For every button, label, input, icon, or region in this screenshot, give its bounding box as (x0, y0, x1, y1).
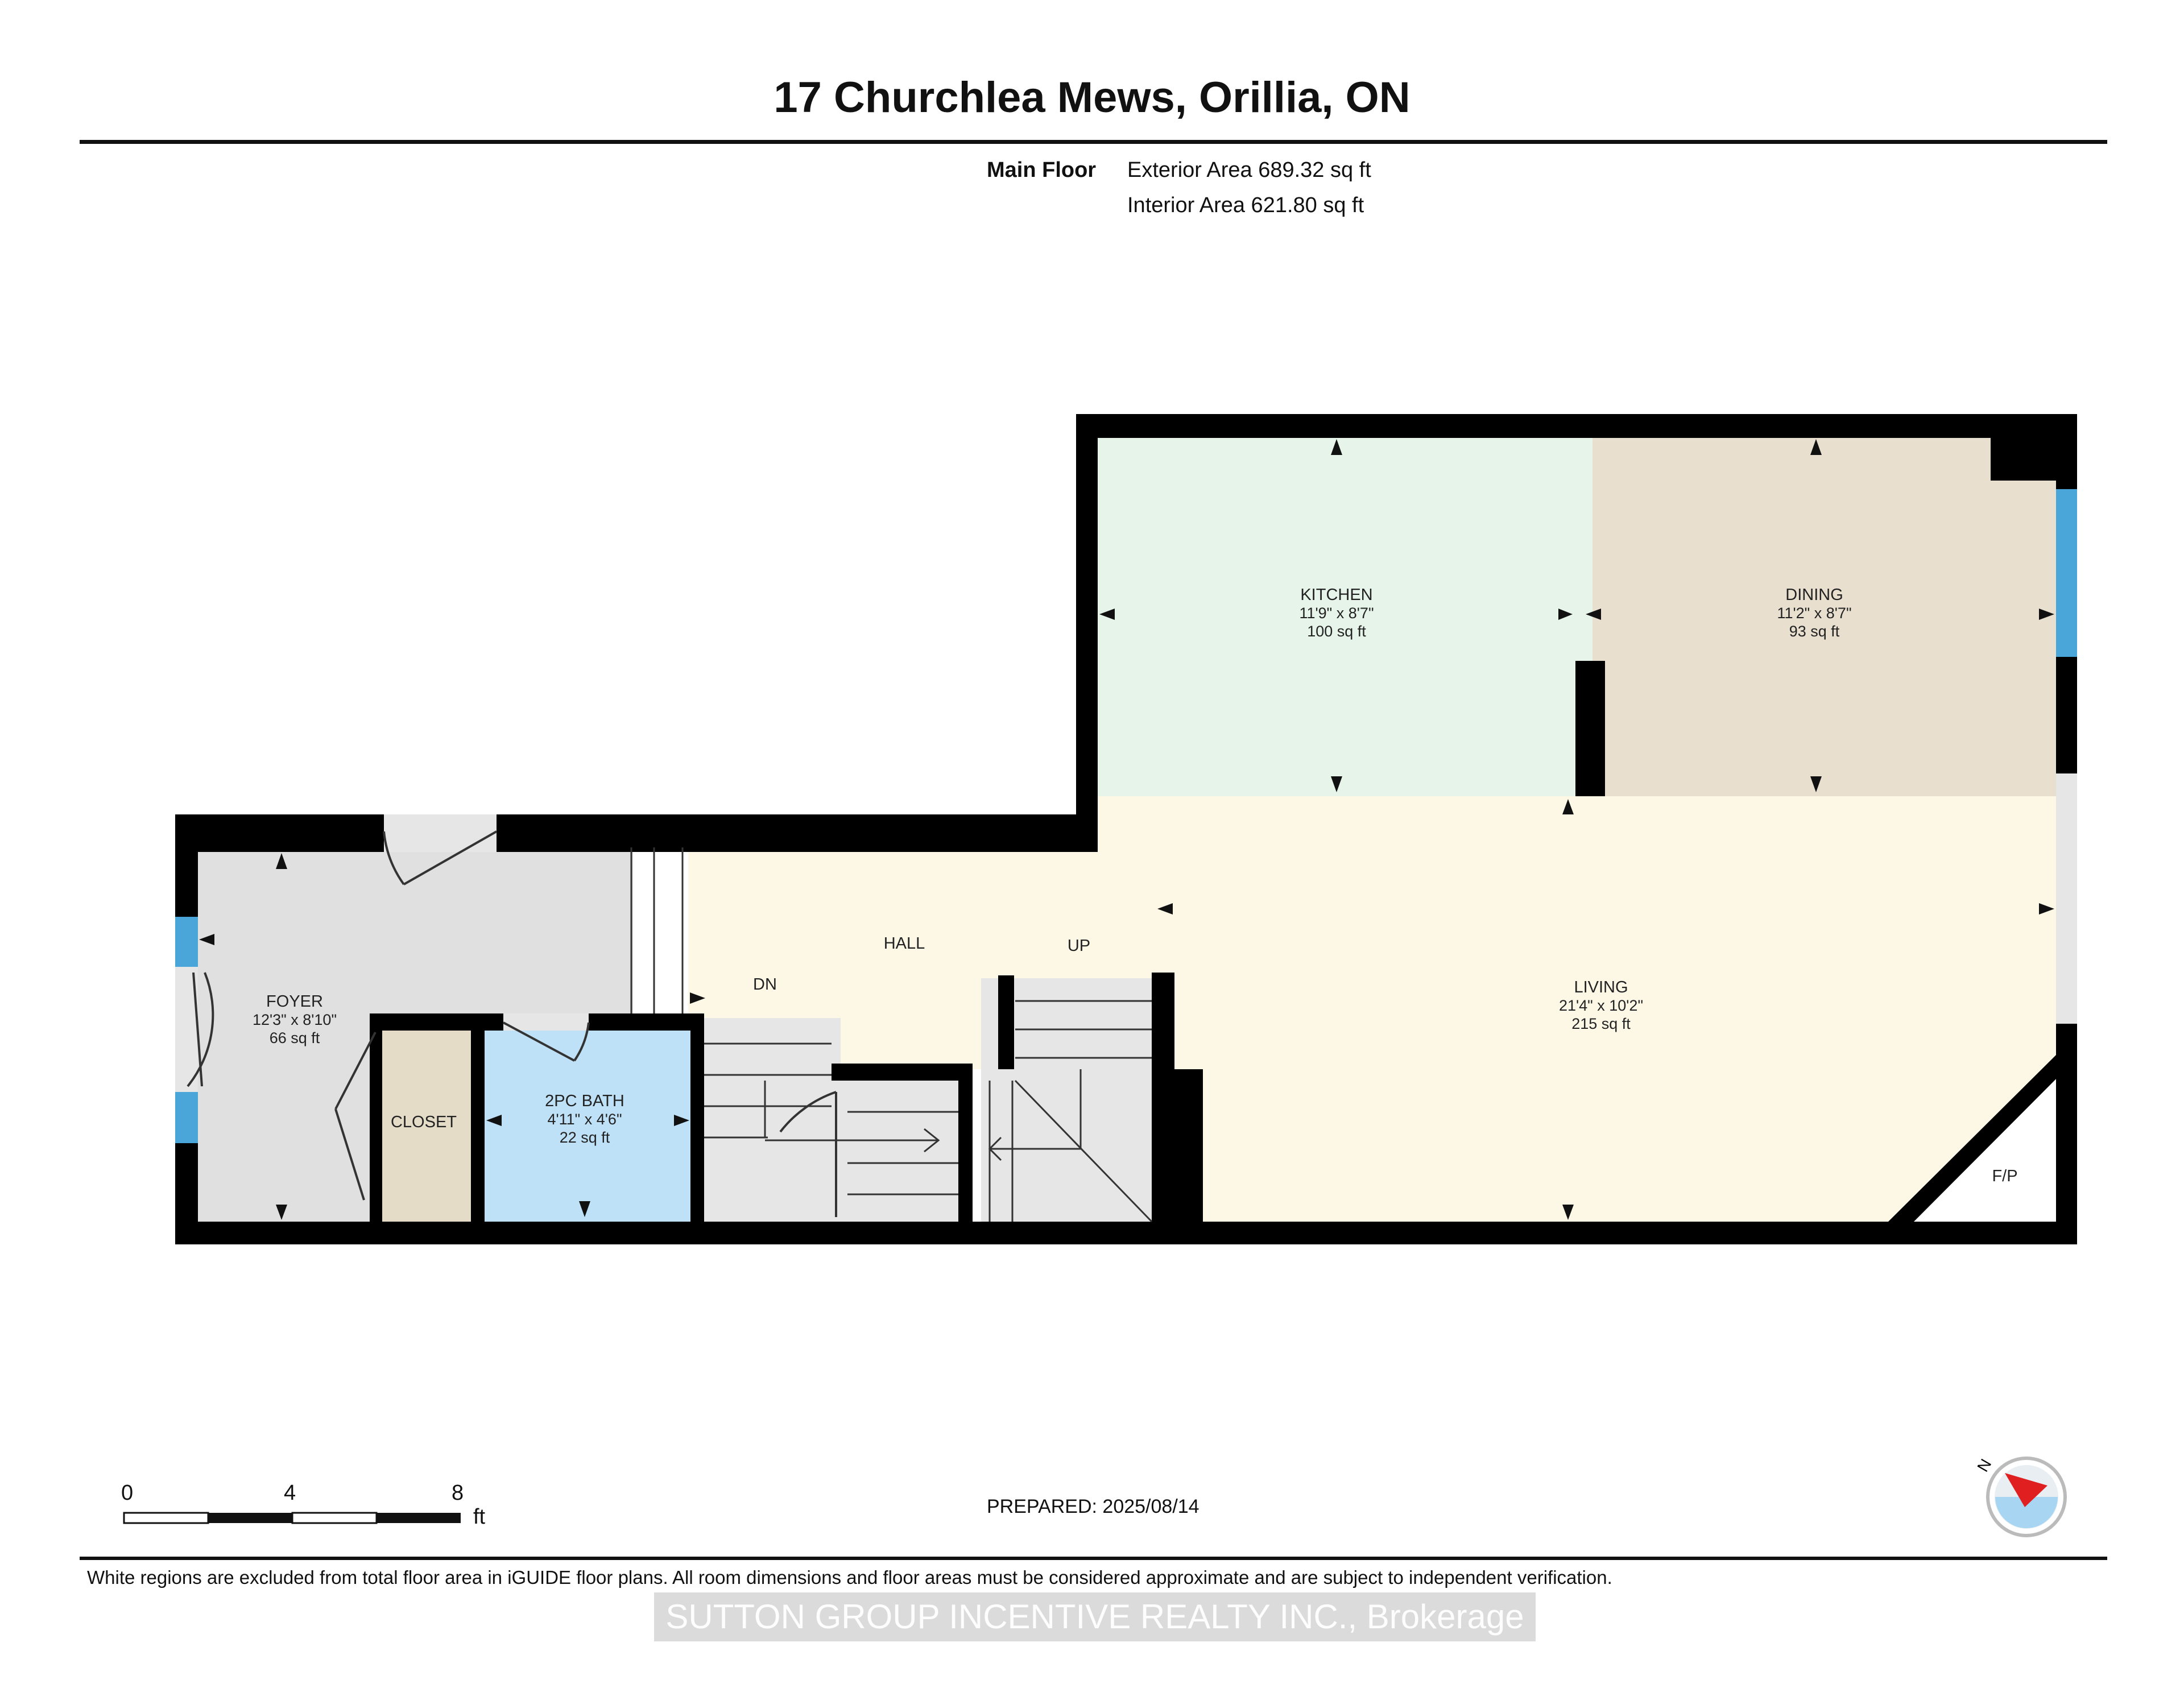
compass-north-label: N (1974, 1456, 1995, 1475)
dining-label: DINING (1785, 586, 1843, 604)
scale-label-8: 8 (452, 1481, 464, 1505)
closet-label: CLOSET (391, 1113, 457, 1131)
scale-label-4: 4 (284, 1481, 296, 1505)
window-foyer-top (175, 917, 198, 967)
footnote: White regions are excluded from total fl… (87, 1567, 1612, 1588)
foyer-area-text: 66 sq ft (270, 1029, 320, 1046)
kitchen-area (1098, 438, 1592, 796)
stairs-down-area (704, 1018, 841, 1222)
interior-area: Interior Area 621.80 sq ft (1127, 193, 1364, 217)
kitchen-area-text: 100 sq ft (1307, 623, 1366, 640)
header-divider (80, 140, 2107, 144)
dining-dims: 11'2" x 8'7" (1777, 605, 1851, 622)
bath-area (485, 1029, 690, 1222)
bath-door-opening (503, 1013, 589, 1031)
living-label: LIVING (1574, 978, 1628, 996)
dining-area (1592, 438, 2059, 796)
exterior-area: Exterior Area 689.32 sq ft (1127, 158, 1371, 182)
dining-area-text: 93 sq ft (1789, 623, 1840, 640)
foyer-label: FOYER (266, 992, 323, 1011)
front-door-opening (384, 814, 497, 852)
kitchen-dims: 11'9" x 8'7" (1299, 605, 1374, 622)
scale-label-0: 0 (121, 1481, 134, 1505)
page-title: 17 Churchlea Mews, Orillia, ON (774, 73, 1410, 122)
footer-divider (80, 1557, 2107, 1560)
dimension-arrows (199, 439, 2054, 1220)
window-foyer-bottom (175, 1092, 198, 1143)
bath-dims: 4'11" x 4'6" (547, 1111, 622, 1128)
sliding-door (2056, 773, 2077, 1024)
floor-name: Main Floor (987, 158, 1097, 182)
stairs-mid-area (841, 1081, 967, 1222)
living-area-text: 215 sq ft (1571, 1015, 1631, 1032)
scale-bar (123, 1512, 461, 1524)
brokerage-watermark: SUTTON GROUP INCENTIVE REALTY INC., Brok… (654, 1592, 1536, 1641)
bath-label: 2PC BATH (545, 1092, 624, 1110)
bath-area-text: 22 sq ft (560, 1129, 610, 1146)
living-area (1098, 796, 2059, 1223)
stairs-up-label: UP (1068, 937, 1090, 955)
scale-unit: ft (473, 1505, 486, 1529)
window-dining (2056, 489, 2077, 657)
hall-label: HALL (884, 934, 925, 953)
kitchen-label: KITCHEN (1300, 586, 1372, 604)
foyer-dims: 12'3" x 8'10" (253, 1011, 337, 1028)
door-swings (187, 830, 837, 1217)
living-dims: 21'4" x 10'2" (1559, 997, 1643, 1014)
prepared-date: PREPARED: 2025/08/14 (987, 1496, 1199, 1517)
stairs (630, 847, 1153, 1223)
compass-icon (1986, 1457, 2067, 1537)
stairs-down-label: DN (753, 975, 777, 994)
fireplace-label: F/P (1992, 1167, 2017, 1185)
closet-area (381, 1029, 471, 1222)
